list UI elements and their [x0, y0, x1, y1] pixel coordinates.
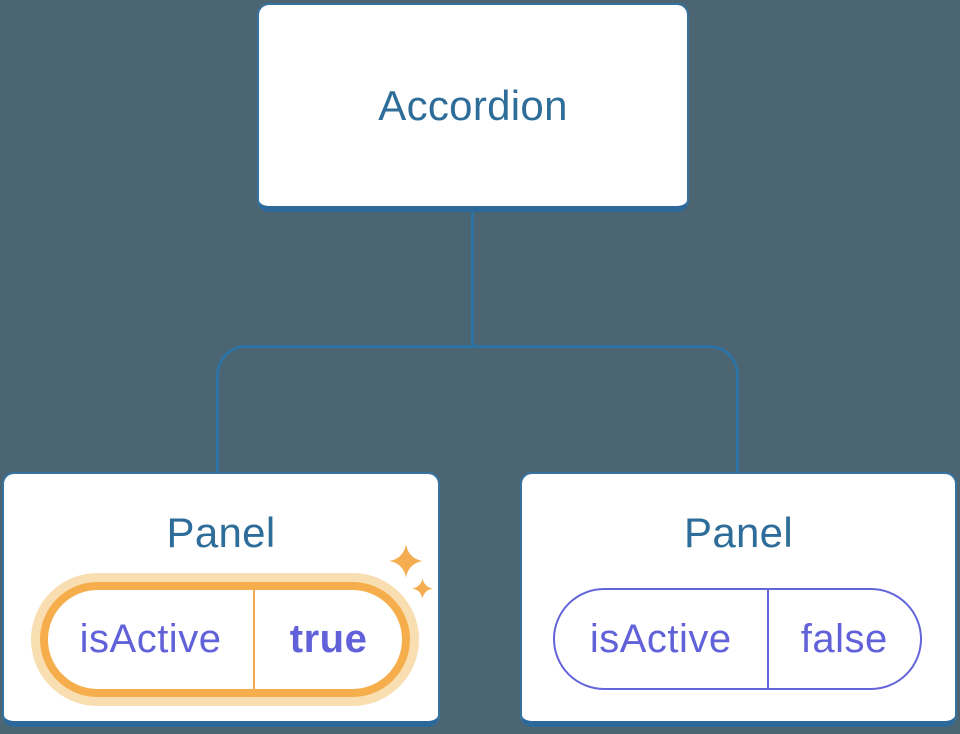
state-value-label: false: [800, 616, 888, 661]
state-value-cell: true: [255, 590, 402, 689]
accordion-label: Accordion: [378, 81, 568, 129]
panel-label: Panel: [166, 509, 276, 556]
accordion-node: Accordion: [257, 3, 689, 212]
panel-node-inactive: Panel isActive false: [520, 472, 957, 727]
sparkle-icon: [389, 544, 423, 578]
sparkle-icon: [412, 578, 433, 599]
state-key-label: isActive: [589, 616, 732, 661]
connector-branch: [216, 345, 739, 472]
state-key-label: isActive: [79, 617, 222, 661]
state-key-cell: isActive: [555, 590, 769, 688]
state-key-cell: isActive: [48, 590, 256, 689]
connector-stem: [471, 212, 474, 348]
state-value-cell: false: [769, 590, 920, 688]
state-pill-active: isActive true: [40, 582, 410, 697]
state-pill-inactive: isActive false: [553, 588, 922, 690]
state-value-label: true: [289, 617, 368, 661]
panel-label: Panel: [684, 509, 793, 556]
panel-node-active: Panel isActive true: [2, 472, 440, 727]
